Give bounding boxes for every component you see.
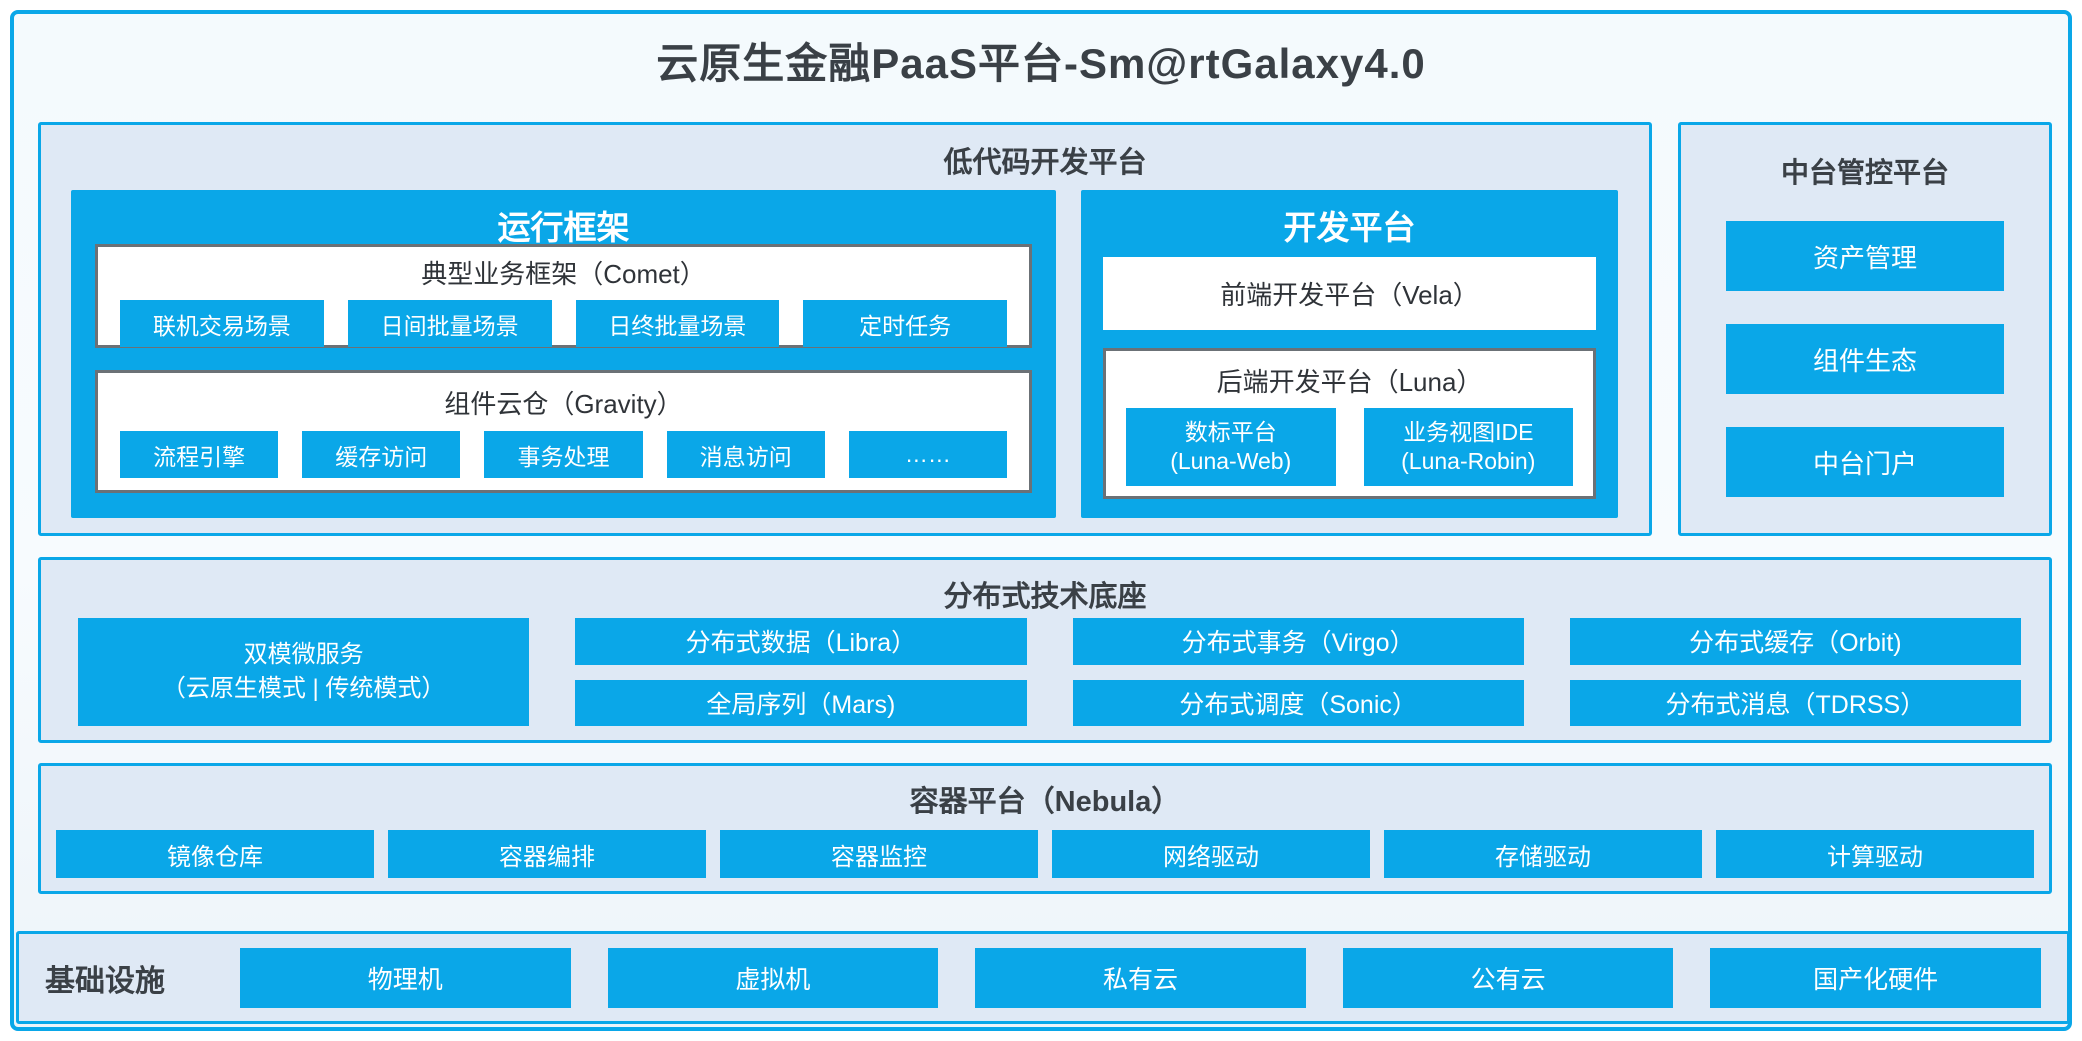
midplatform-title: 中台管控平台: [1780, 157, 1949, 188]
luna-box: 后端开发平台（Luna） 数标平台 (Luna-Web) 业务视图IDE (Lu…: [1103, 348, 1596, 499]
block-virtual-machine: 虚拟机: [607, 947, 939, 1008]
block-public-cloud: 公有云: [1342, 947, 1674, 1008]
block-distributed-scheduling: 分布式调度（Sonic）: [1072, 679, 1524, 726]
block-online-trading: 联机交易场景: [120, 300, 324, 347]
block-container-orchestration: 容器编排: [388, 830, 706, 878]
block-distributed-data: 分布式数据（Libra）: [575, 618, 1027, 665]
infrastructure-panel: 基础设施 物理机 虚拟机 私有云 公有云 国产化硬件: [16, 931, 2070, 1024]
distributed-col-1: 分布式数据（Libra） 全局序列（Mars): [575, 618, 1027, 726]
block-distributed-transaction: 分布式事务（Virgo）: [1072, 618, 1524, 665]
luna-robin-name: 业务视图IDE: [1403, 419, 1534, 446]
comet-items: 联机交易场景 日间批量场景 日终批量场景 定时任务: [98, 300, 1029, 347]
dev-platform-panel: 开发平台 前端开发平台（Vela） 后端开发平台（Luna） 数标平台 (Lun…: [1081, 190, 1618, 518]
gravity-box: 组件云仓（Gravity） 流程引擎 缓存访问 事务处理 消息访问 ……: [95, 370, 1032, 493]
distributed-col-3: 分布式缓存（Orbit) 分布式消息（TDRSS）: [1569, 618, 2021, 726]
lowcode-platform-panel: 低代码开发平台 运行框架 典型业务框架（Comet） 联机交易场景 日间批量场景…: [38, 122, 1652, 536]
block-distributed-cache: 分布式缓存（Orbit): [1569, 618, 2021, 665]
midplatform-items: 资产管理 组件生态 中台门户: [1726, 221, 2004, 497]
luna-title: 后端开发平台（Luna）: [1216, 367, 1483, 397]
infrastructure-title: 基础设施: [45, 964, 165, 998]
dual-mode-line2: （云原生模式 | 传统模式）: [161, 675, 446, 702]
distributed-base-title: 分布式技术底座: [943, 581, 1147, 613]
block-transaction-processing: 事务处理: [484, 431, 643, 478]
block-midplatform-portal: 中台门户: [1726, 427, 2004, 497]
block-eod-batch: 日终批量场景: [575, 300, 780, 347]
block-cache-access: 缓存访问: [302, 431, 461, 478]
distributed-base-panel: 分布式技术底座 双模微服务 （云原生模式 | 传统模式） 分布式数据（Libra…: [38, 557, 2052, 743]
block-scheduled-task: 定时任务: [803, 300, 1007, 347]
dual-mode-line1: 双模微服务: [243, 641, 364, 669]
distributed-items: 双模微服务 （云原生模式 | 传统模式） 分布式数据（Libra） 全局序列（M…: [78, 618, 2021, 726]
block-asset-management: 资产管理: [1726, 221, 2004, 291]
block-message-access: 消息访问: [666, 431, 825, 478]
luna-robin-code: (Luna-Robin): [1401, 448, 1536, 474]
outer-frame: 云原生金融PaaS平台-Sm@rtGalaxy4.0 低代码开发平台 运行框架 …: [10, 10, 2072, 1031]
lowcode-body: 运行框架 典型业务框架（Comet） 联机交易场景 日间批量场景 日终批量场景 …: [71, 190, 1618, 518]
distributed-col-dual: 双模微服务 （云原生模式 | 传统模式）: [78, 618, 530, 726]
page-title: 云原生金融PaaS平台-Sm@rtGalaxy4.0: [656, 40, 1426, 87]
runtime-framework-panel: 运行框架 典型业务框架（Comet） 联机交易场景 日间批量场景 日终批量场景 …: [71, 190, 1056, 518]
block-dual-mode-microservice: 双模微服务 （云原生模式 | 传统模式）: [78, 618, 530, 726]
dev-platform-title: 开发平台: [1283, 209, 1416, 246]
vela-box: 前端开发平台（Vela）: [1103, 257, 1596, 330]
block-physical-machine: 物理机: [240, 947, 571, 1008]
luna-web-name: 数标平台: [1184, 419, 1277, 446]
block-process-engine: 流程引擎: [120, 431, 279, 478]
luna-web-code: (Luna-Web): [1170, 448, 1292, 474]
block-storage-driver: 存储驱动: [1384, 830, 1702, 878]
block-global-sequence: 全局序列（Mars): [575, 679, 1027, 726]
runtime-framework-title: 运行框架: [497, 209, 630, 246]
block-image-registry: 镜像仓库: [56, 830, 374, 878]
block-ellipsis: ……: [848, 431, 1008, 478]
block-compute-driver: 计算驱动: [1716, 830, 2034, 878]
gravity-items: 流程引擎 缓存访问 事务处理 消息访问 ……: [98, 431, 1029, 478]
container-items: 镜像仓库 容器编排 容器监控 网络驱动 存储驱动 计算驱动: [56, 830, 2034, 878]
block-distributed-message: 分布式消息（TDRSS）: [1569, 679, 2021, 726]
luna-items: 数标平台 (Luna-Web) 业务视图IDE (Luna-Robin): [1106, 408, 1593, 486]
distributed-col-2: 分布式事务（Virgo） 分布式调度（Sonic）: [1072, 618, 1524, 726]
infrastructure-items: 物理机 虚拟机 私有云 公有云 国产化硬件: [240, 947, 2041, 1008]
block-private-cloud: 私有云: [975, 947, 1306, 1008]
lowcode-platform-title: 低代码开发平台: [943, 147, 1147, 179]
block-luna-web: 数标平台 (Luna-Web): [1126, 408, 1336, 486]
gravity-title: 组件云仓（Gravity）: [444, 389, 683, 419]
block-luna-robin: 业务视图IDE (Luna-Robin): [1363, 408, 1573, 486]
container-platform-title: 容器平台（Nebula）: [909, 786, 1181, 818]
block-component-ecosystem: 组件生态: [1726, 324, 2004, 394]
comet-box: 典型业务框架（Comet） 联机交易场景 日间批量场景 日终批量场景 定时任务: [95, 244, 1032, 348]
container-platform-panel: 容器平台（Nebula） 镜像仓库 容器编排 容器监控 网络驱动 存储驱动 计算…: [38, 763, 2052, 894]
block-domestic-hardware: 国产化硬件: [1710, 947, 2041, 1008]
midplatform-panel: 中台管控平台 资产管理 组件生态 中台门户: [1678, 122, 2052, 536]
comet-title: 典型业务框架（Comet）: [421, 259, 706, 289]
block-daytime-batch: 日间批量场景: [347, 300, 552, 347]
block-network-driver: 网络驱动: [1052, 830, 1370, 878]
block-container-monitoring: 容器监控: [720, 830, 1038, 878]
